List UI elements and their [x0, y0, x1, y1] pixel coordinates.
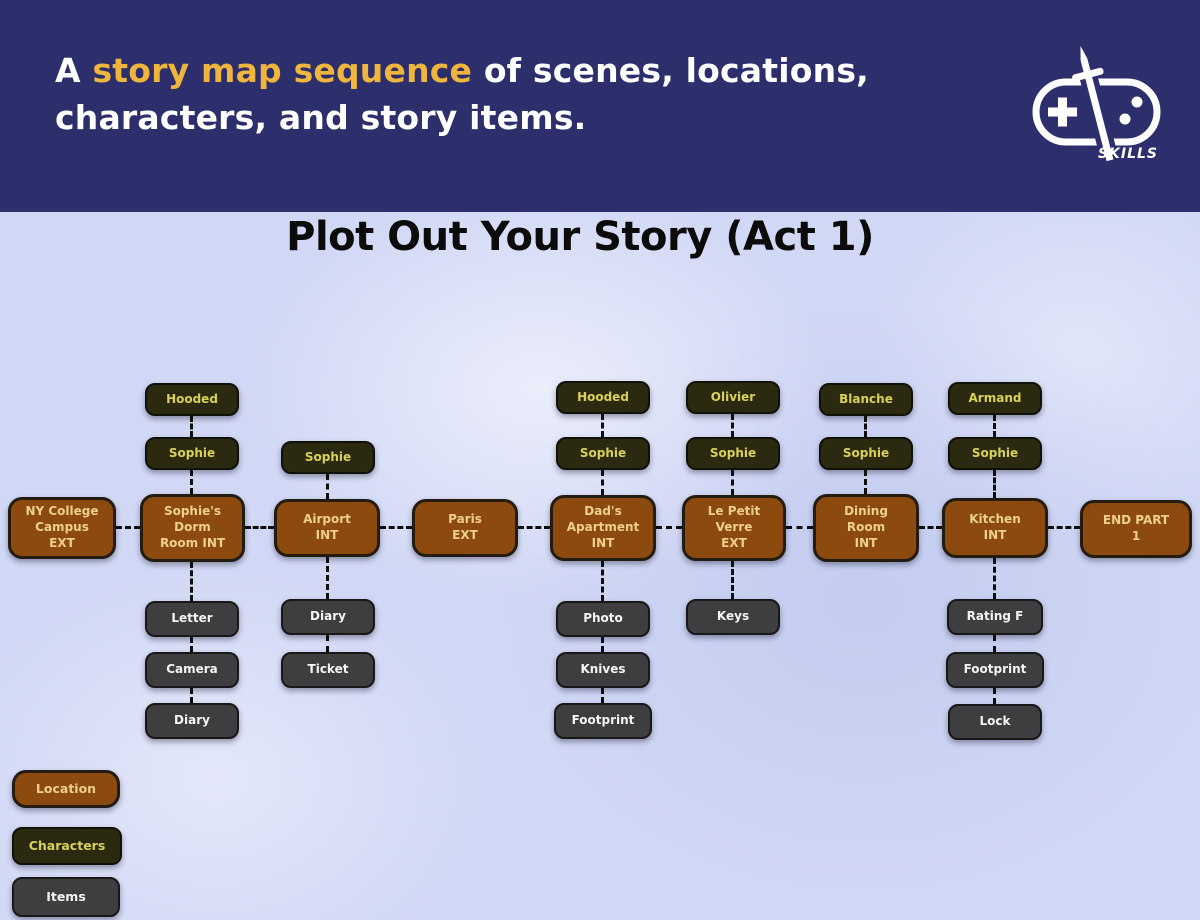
connector-line — [326, 635, 329, 652]
connector-line — [190, 637, 193, 652]
item-node-dads-knives[interactable]: Knives — [556, 652, 650, 688]
connector-line — [601, 688, 604, 703]
item-node-airport-ticket[interactable]: Ticket — [281, 652, 375, 688]
header-banner: A story map sequence of scenes, location… — [0, 0, 1200, 212]
connector-line — [919, 526, 942, 529]
character-node-lepetit-olivier[interactable]: Olivier — [686, 381, 780, 414]
character-node-kitchen-armand[interactable]: Armand — [948, 382, 1042, 415]
diagram-title: Plot Out Your Story (Act 1) — [286, 214, 874, 260]
connector-line — [993, 415, 996, 437]
connector-line — [326, 474, 329, 499]
legend-location-card[interactable]: Location — [12, 770, 120, 808]
legend-items-card[interactable]: Items — [12, 877, 120, 917]
item-node-dorm-diary[interactable]: Diary — [145, 703, 239, 739]
location-node-ny-college[interactable]: NY College Campus EXT — [8, 497, 116, 559]
location-node-dorm[interactable]: Sophie's Dorm Room INT — [140, 494, 245, 562]
character-node-airport-sophie[interactable]: Sophie — [281, 441, 375, 474]
connector-line — [601, 414, 604, 437]
headline-highlight: story map sequence — [92, 51, 473, 90]
gd-skills-logo: SKILLS — [1025, 40, 1170, 170]
character-node-dorm-sophie[interactable]: Sophie — [145, 437, 239, 470]
character-node-dads-hooded[interactable]: Hooded — [556, 381, 650, 414]
item-node-kitchen-footprint[interactable]: Footprint — [946, 652, 1044, 688]
connector-line — [190, 688, 193, 703]
gamepad-sword-icon — [1032, 40, 1161, 170]
location-node-kitchen[interactable]: Kitchen INT — [942, 498, 1048, 558]
character-node-dining-sophie[interactable]: Sophie — [819, 437, 913, 470]
item-node-lepetit-keys[interactable]: Keys — [686, 599, 780, 635]
headline-prefix: A — [55, 51, 93, 90]
location-node-airport[interactable]: Airport INT — [274, 499, 380, 557]
connector-line — [190, 562, 193, 601]
item-node-kitchen-rating-f[interactable]: Rating F — [947, 599, 1043, 635]
legend-characters-card[interactable]: Characters — [12, 827, 122, 865]
connector-line — [786, 526, 813, 529]
location-node-paris[interactable]: Paris EXT — [412, 499, 518, 557]
item-node-dads-footprint[interactable]: Footprint — [554, 703, 652, 739]
connector-line — [993, 635, 996, 652]
character-node-dorm-hooded[interactable]: Hooded — [145, 383, 239, 416]
connector-line — [731, 470, 734, 495]
character-node-dads-sophie[interactable]: Sophie — [556, 437, 650, 470]
location-node-end-part-1[interactable]: END PART 1 — [1080, 500, 1192, 558]
connector-line — [245, 526, 274, 529]
item-node-airport-diary[interactable]: Diary — [281, 599, 375, 635]
connector-line — [1048, 526, 1080, 529]
connector-line — [993, 470, 996, 498]
connector-line — [380, 526, 412, 529]
connector-line — [731, 561, 734, 599]
character-node-dining-blanche[interactable]: Blanche — [819, 383, 913, 416]
logo-skills-label: SKILLS — [1097, 146, 1159, 162]
connector-line — [601, 470, 604, 495]
character-node-kitchen-sophie[interactable]: Sophie — [948, 437, 1042, 470]
location-node-dads-apartment[interactable]: Dad's Apartment INT — [550, 495, 656, 561]
item-node-dorm-letter[interactable]: Letter — [145, 601, 239, 637]
connector-line — [326, 557, 329, 599]
connector-line — [190, 470, 193, 494]
connector-line — [601, 561, 604, 601]
connector-line — [864, 416, 867, 437]
location-node-dining-room[interactable]: Dining Room INT — [813, 494, 919, 562]
item-node-dads-photo[interactable]: Photo — [556, 601, 650, 637]
connector-line — [656, 526, 682, 529]
story-map-canvas: Plot Out Your Story (Act 1) — [0, 212, 1200, 920]
item-node-dorm-camera[interactable]: Camera — [145, 652, 239, 688]
character-node-lepetit-sophie[interactable]: Sophie — [686, 437, 780, 470]
connector-line — [731, 414, 734, 437]
connector-line — [601, 637, 604, 652]
connector-line — [116, 526, 140, 529]
connector-line — [864, 470, 867, 494]
item-node-kitchen-lock[interactable]: Lock — [948, 704, 1042, 740]
connector-line — [190, 416, 193, 437]
connector-line — [993, 558, 996, 599]
connector-line — [993, 688, 996, 704]
headline-suffix: of scenes, locations, characters, and st… — [55, 51, 869, 137]
connector-line — [518, 526, 550, 529]
location-node-le-petit-verre[interactable]: Le Petit Verre EXT — [682, 495, 786, 561]
headline: A story map sequence of scenes, location… — [55, 48, 965, 142]
